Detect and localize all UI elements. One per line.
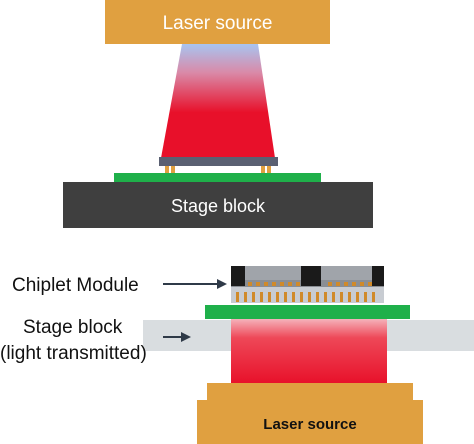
- chiplet-upper-bump: [360, 282, 364, 286]
- chiplet-upper-bump: [328, 282, 332, 286]
- chiplet-lower-bump: [372, 292, 375, 302]
- bottom-substrate: [205, 305, 410, 319]
- bottom-laser-source-box: [197, 400, 423, 444]
- chiplet-upper-bump: [352, 282, 356, 286]
- chiplet-module: [231, 266, 384, 303]
- chiplet-lower-bump: [340, 292, 343, 302]
- chiplet-lower-bump: [276, 292, 279, 302]
- bottom-schematic: Laser source Chiplet Module Stage block …: [0, 266, 474, 444]
- chiplet-lower-bump: [260, 292, 263, 302]
- chiplet-upper-bump: [288, 282, 292, 286]
- chiplet-upper-bump: [264, 282, 268, 286]
- top-chip-bump: [171, 166, 175, 173]
- chiplet-dark-die: [231, 266, 245, 286]
- top-stage-block-label: Stage block: [171, 196, 266, 216]
- chiplet-lower-bump: [324, 292, 327, 302]
- top-stage-block: [63, 182, 373, 228]
- chiplet-lower-bump: [236, 292, 239, 302]
- bottom-laser-source-cap: [207, 383, 413, 401]
- chiplet-lower-bump: [316, 292, 319, 302]
- chiplet-lower-bump: [300, 292, 303, 302]
- bottom-stage-block-sublabel: (light transmitted): [0, 343, 147, 364]
- top-chip-die: [159, 157, 278, 166]
- chiplet-lower-bump: [268, 292, 271, 302]
- chiplet-lower-bump: [244, 292, 247, 302]
- chiplet-upper-bump: [280, 282, 284, 286]
- top-laser-source-box: [105, 0, 330, 44]
- chiplet-lower-bump: [252, 292, 255, 302]
- top-schematic: Laser source Stage block: [63, 0, 373, 228]
- top-laser-beam: [161, 44, 275, 158]
- chiplet-dark-die: [301, 266, 321, 286]
- chiplet-lower-bump: [332, 292, 335, 302]
- top-laser-source-label: Laser source: [163, 13, 273, 34]
- chiplet-upper-bump: [248, 282, 252, 286]
- chiplet-lower-bump: [284, 292, 287, 302]
- top-chip-bump: [267, 166, 271, 173]
- chiplet-grey-die: [320, 266, 373, 280]
- chiplet-upper-bump: [336, 282, 340, 286]
- chiplet-upper-bump: [272, 282, 276, 286]
- chiplet-upper-bump: [344, 282, 348, 286]
- chiplet-upper-bump: [296, 282, 300, 286]
- top-chip-bump: [165, 166, 169, 173]
- top-chip-bump: [261, 166, 265, 173]
- top-substrate: [114, 173, 321, 182]
- chiplet-upper-bump: [256, 282, 260, 286]
- chiplet-lower-bump: [348, 292, 351, 302]
- chiplet-lower-bump: [308, 292, 311, 302]
- stage-block-arrowhead: [181, 332, 191, 342]
- chiplet-dark-die: [372, 266, 384, 286]
- chiplet-module-arrowhead: [217, 279, 227, 289]
- chiplet-upper-bump: [368, 282, 372, 286]
- bottom-laser-beam: [231, 318, 387, 384]
- chiplet-lower-bump: [292, 292, 295, 302]
- chiplet-grey-die: [244, 266, 302, 280]
- bottom-stage-block-label: Stage block: [23, 317, 123, 338]
- chiplet-module-label: Chiplet Module: [12, 275, 139, 296]
- chiplet-bumps: [236, 282, 375, 302]
- bottom-laser-source-label: Laser source: [263, 416, 356, 433]
- chiplet-lower-bump: [364, 292, 367, 302]
- chiplet-lower-bump: [356, 292, 359, 302]
